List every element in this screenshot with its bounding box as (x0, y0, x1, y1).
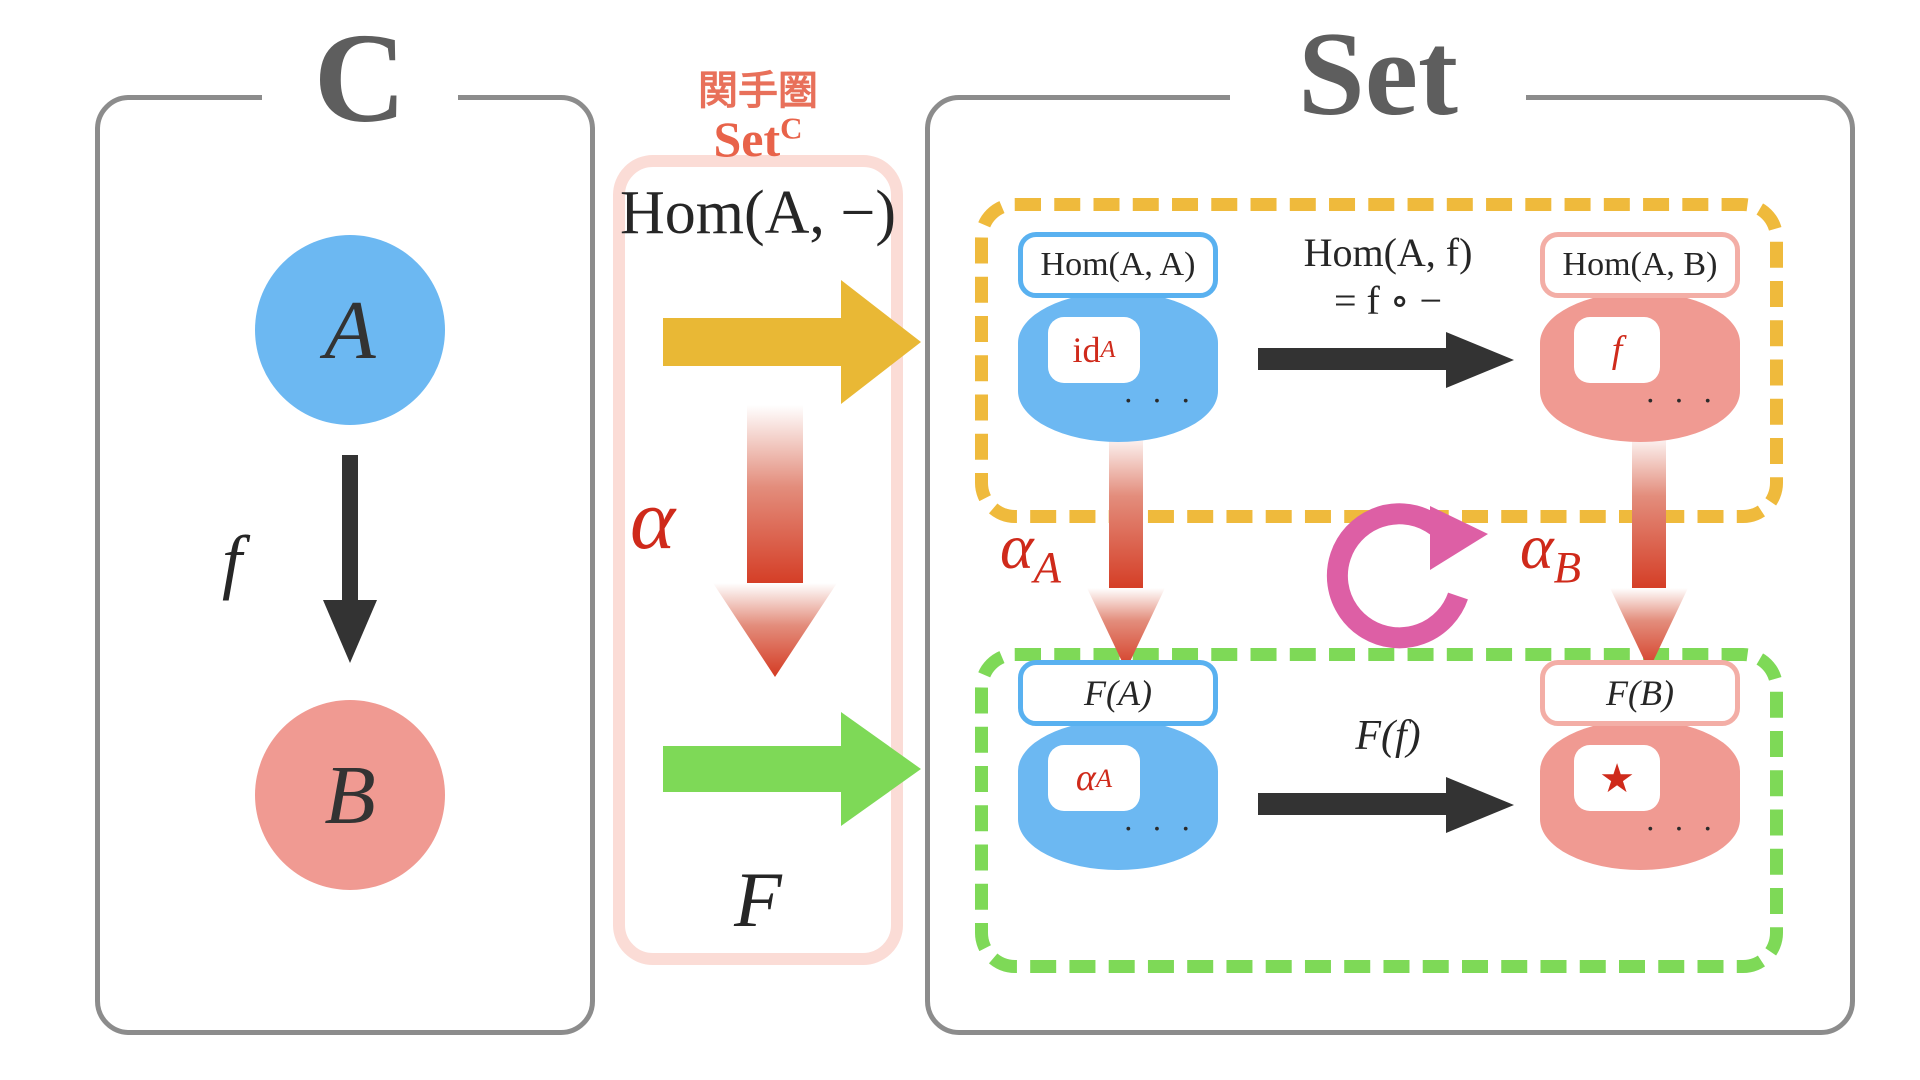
star-icon: ★ (1599, 755, 1635, 801)
f-b-set: F(B) ★ · · · (1540, 660, 1740, 870)
f-a-cap: F(A) (1018, 660, 1218, 726)
alpha-b-component-arrow (1610, 432, 1688, 670)
hom-a-b-label: Hom(A, B) (1562, 246, 1718, 283)
hom-a-a-ellipsis: · · · (1123, 382, 1196, 418)
alpha-label: α (630, 471, 676, 567)
hom-a-a-element-subscript: A (1100, 336, 1116, 363)
functor-category-exponent: C (780, 110, 803, 146)
hom-a-a-cap: Hom(A, A) (1018, 232, 1218, 298)
hom-a-f-label-line1: Hom(A, f) (1303, 230, 1473, 275)
f-b-label: F(B) (1606, 673, 1674, 713)
alpha-natural-transformation-arrow (713, 405, 837, 677)
object-a-label: A (324, 283, 376, 377)
category-c-title: C (262, 14, 458, 142)
hom-functor-arrow (663, 280, 921, 404)
alpha-b-base: α (1520, 511, 1554, 582)
f-functor-arrow (663, 712, 921, 826)
functor-f-label: F (734, 856, 782, 943)
hom-a-b-element: f (1574, 317, 1660, 383)
alpha-a-subscript: A (1033, 541, 1061, 592)
hom-a-b-ellipsis: · · · (1645, 382, 1718, 418)
alpha-a-component-arrow (1087, 432, 1165, 670)
morphism-f-arrow (323, 455, 377, 663)
f-a-element-label: α (1075, 757, 1096, 799)
hom-a-b-element-label: f (1611, 329, 1623, 371)
f-b-ellipsis: · · · (1645, 810, 1718, 846)
hom-a-f-arrow (1258, 332, 1514, 388)
commutes-circular-arrow-icon (1326, 503, 1488, 649)
morphism-f-label: f (222, 521, 243, 601)
hom-a-b-cap: Hom(A, B) (1540, 232, 1740, 298)
f-functor-image-region (975, 648, 1783, 973)
category-set-title: Set (1230, 14, 1526, 134)
f-a-ellipsis: · · · (1123, 810, 1196, 846)
functor-category-japanese-label: 関手圏 (698, 68, 818, 114)
f-a-element-subscript: A (1095, 762, 1113, 793)
functor-category-name: SetC (613, 110, 903, 168)
f-b-element: ★ (1574, 745, 1660, 811)
hom-a-f-label-line2: = f ∘ − (1333, 278, 1443, 323)
hom-a-b-set: Hom(A, B) f · · · (1540, 232, 1740, 442)
hom-a-a-element-label: id (1072, 330, 1101, 370)
object-b-circle: B (255, 700, 445, 890)
hom-a-a-label: Hom(A, A) (1040, 246, 1196, 283)
functor-category-setlabel: Set (713, 111, 781, 167)
alpha-b-component-label: αB (1520, 510, 1581, 593)
object-b-label: B (324, 748, 376, 842)
f-f-label: F(f) (1355, 713, 1421, 759)
f-f-arrow (1258, 777, 1514, 833)
object-a-circle: A (255, 235, 445, 425)
hom-functor-label: Hom(A, −) (619, 179, 897, 247)
f-b-cap: F(B) (1540, 660, 1740, 726)
alpha-a-base: α (1000, 511, 1034, 582)
alpha-b-subscript: B (1553, 541, 1581, 592)
alpha-a-component-label: αA (1000, 510, 1061, 593)
f-a-label: F(A) (1084, 673, 1152, 713)
